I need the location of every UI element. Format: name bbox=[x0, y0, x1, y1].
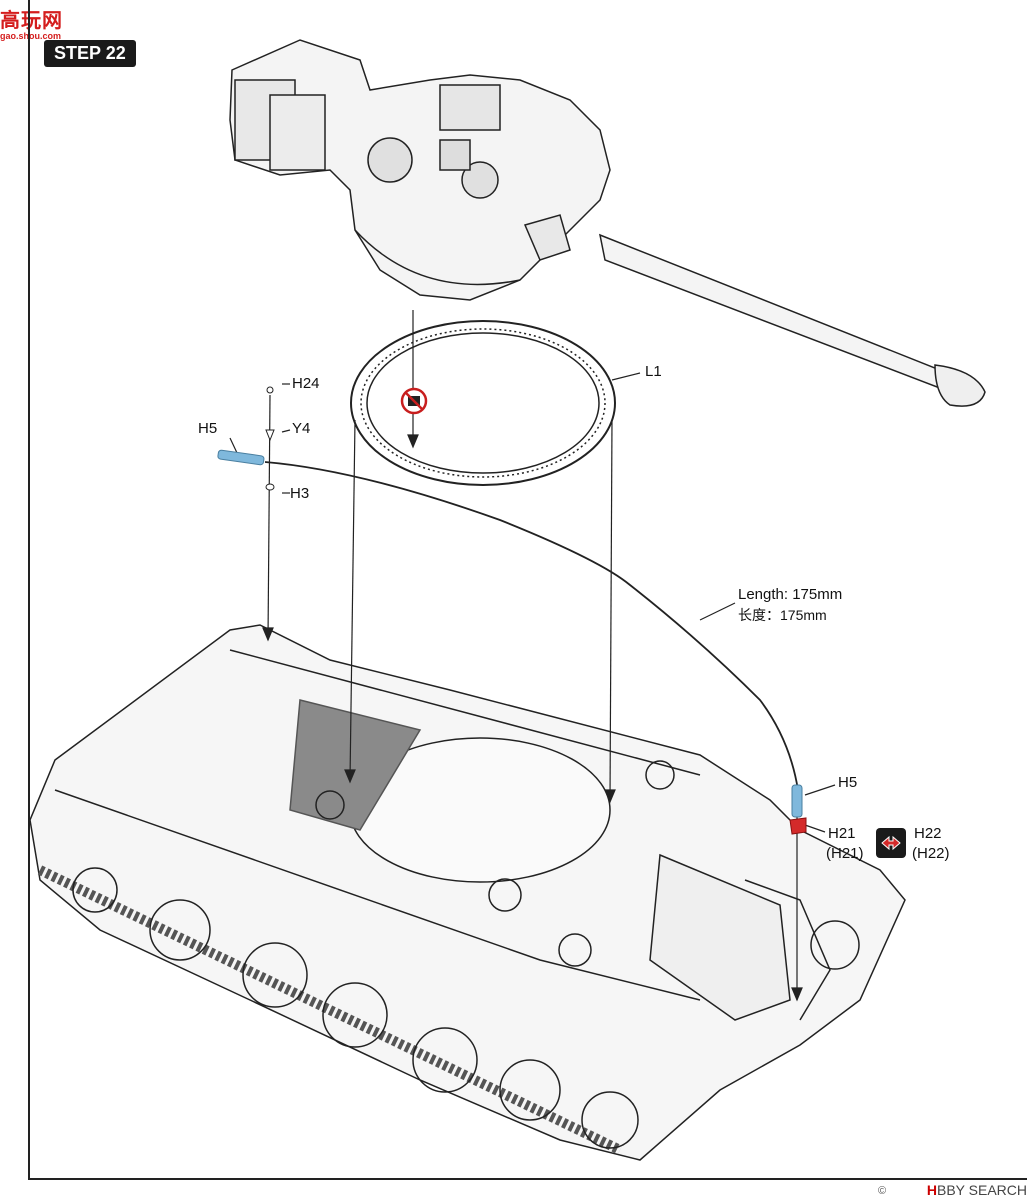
part-label-h22-alt: (H22) bbox=[912, 845, 950, 862]
brand-prefix: H bbox=[926, 1182, 937, 1198]
part-label-l1: L1 bbox=[645, 363, 662, 380]
small-parts bbox=[217, 386, 807, 835]
part-h5-top bbox=[217, 449, 265, 466]
part-label-h5-bottom: H5 bbox=[838, 774, 858, 791]
length-note-cn: 长度：175mm bbox=[738, 607, 827, 623]
hobby-search-watermark: HBBY SEARCH bbox=[927, 1182, 1027, 1198]
instruction-frame bbox=[28, 0, 1027, 1180]
part-label-h21-alt: (H21) bbox=[826, 845, 864, 862]
part-label-h21: H21 bbox=[828, 825, 856, 842]
alternate-part-icon bbox=[876, 828, 906, 858]
site-url: gao.shou.com bbox=[0, 31, 62, 41]
hull-drawing bbox=[29, 624, 906, 1161]
turret-ring-drawing bbox=[350, 320, 616, 486]
copyright-symbol: © bbox=[878, 1185, 887, 1197]
part-label-h22: H22 bbox=[914, 825, 942, 842]
part-label-y4: Y4 bbox=[292, 420, 311, 437]
turret-drawing bbox=[229, 39, 986, 407]
length-note-en: Length: 175mm bbox=[738, 586, 843, 603]
site-name: 高玩网 bbox=[0, 8, 63, 32]
part-label-h5-top: H5 bbox=[198, 420, 218, 437]
site-logo: 高玩网 gao.shou.com bbox=[0, 4, 70, 44]
step-badge: STEP 22 bbox=[44, 40, 136, 67]
part-h21 bbox=[789, 817, 807, 835]
brand-rest: BBY SEARCH bbox=[937, 1182, 1027, 1198]
no-glue-icon bbox=[400, 387, 428, 415]
part-label-h3: H3 bbox=[290, 485, 310, 502]
guide-lines bbox=[229, 310, 836, 1002]
part-h5-bottom bbox=[791, 784, 803, 818]
part-label-h24: H24 bbox=[292, 375, 320, 392]
